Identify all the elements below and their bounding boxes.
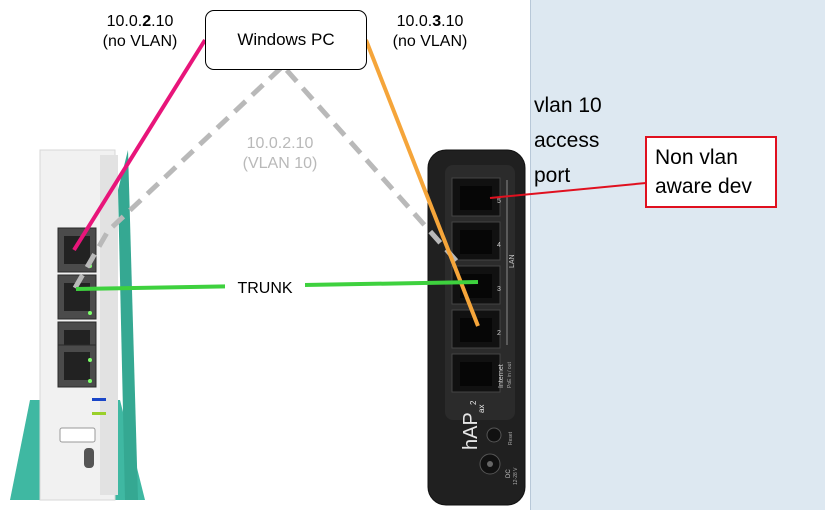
dc-power-pin xyxy=(487,461,493,467)
port-number-2: 2 xyxy=(497,330,501,337)
dc-sub-label: 12-28 V xyxy=(513,467,519,485)
left-ip-label: 10.0.2.10 (no VLAN) xyxy=(80,12,200,52)
vlan10-note: (VLAN 10) xyxy=(242,155,318,172)
right-ip-note: (no VLAN) xyxy=(392,33,468,50)
router-brand: hAP xyxy=(460,412,482,450)
left-router-led-blue xyxy=(92,398,106,401)
left-ip-address: 10.0.2.10 xyxy=(80,12,200,32)
left-ip-prefix: 10.0. xyxy=(106,13,143,30)
vlan10-ip: 10.0.2.10 xyxy=(246,135,314,152)
port-number-3: 3 xyxy=(497,286,501,293)
access-port-annotation: vlan 10 access port xyxy=(534,88,644,193)
dc-label: DC xyxy=(506,469,512,478)
access-port-line-1: vlan 10 xyxy=(534,94,602,117)
left-ip-suffix: .10 xyxy=(151,13,174,30)
right-ip-label: 10.0.3.10 (no VLAN) xyxy=(370,12,490,52)
diagram-drawing: 5 4 3 2 LAN Internet PoE in / out hAP ax… xyxy=(10,38,526,506)
internet-label: Internet xyxy=(498,364,505,388)
access-port-line-2: access xyxy=(534,129,600,152)
left-port-2-led xyxy=(88,311,92,315)
left-router-ports xyxy=(57,227,97,388)
port-number-4: 4 xyxy=(497,242,501,249)
router-brand-exponent: 2 xyxy=(469,400,478,405)
non-vlan-device-line-2: aware dev xyxy=(655,175,752,198)
lan-label: LAN xyxy=(509,254,516,268)
non-vlan-device-node: Non vlan aware dev xyxy=(645,136,777,208)
left-port-4-led xyxy=(88,379,92,383)
right-port-4-jack xyxy=(460,230,492,254)
trunk-label: TRUNK xyxy=(225,278,305,300)
left-ip-octet: 2 xyxy=(142,13,152,30)
right-router-ports xyxy=(451,177,501,393)
non-vlan-device-line-1: Non vlan xyxy=(655,146,738,169)
access-port-line-3: port xyxy=(534,164,571,187)
pc-left-router-cable xyxy=(72,38,207,252)
router-brand-suffix: ax xyxy=(477,405,486,413)
right-ip-address: 10.0.3.10 xyxy=(370,12,490,32)
left-port-1-jack xyxy=(64,236,90,264)
windows-pc-node: Windows PC xyxy=(205,10,367,70)
left-router xyxy=(10,149,145,501)
left-ip-note: (no VLAN) xyxy=(102,33,178,50)
right-router: 5 4 3 2 LAN Internet PoE in / out hAP ax… xyxy=(427,149,526,506)
left-router-usb-port xyxy=(84,448,94,468)
left-router-button xyxy=(59,427,96,443)
vlan10-link-label: 10.0.2.10 (VLAN 10) xyxy=(220,134,340,174)
left-port-3-led xyxy=(88,358,92,362)
right-ip-octet: 3 xyxy=(432,13,442,30)
left-router-side xyxy=(118,150,138,500)
left-port-4-jack xyxy=(64,352,90,380)
port-number-5: 5 xyxy=(497,198,501,205)
vlan10-link-line xyxy=(72,62,462,290)
left-router-led-green xyxy=(92,412,106,415)
right-port-internet-jack xyxy=(460,362,492,386)
reset-button xyxy=(486,427,502,443)
reset-label: Reset xyxy=(508,431,514,445)
right-port-5-jack xyxy=(460,186,492,210)
internet-sub-label: PoE in / out xyxy=(507,362,513,388)
pc-right-router-cable xyxy=(364,39,480,327)
right-ip-prefix: 10.0. xyxy=(396,13,433,30)
windows-pc-label: Windows PC xyxy=(237,30,335,49)
right-ip-suffix: .10 xyxy=(441,13,464,30)
diagram-canvas: 5 4 3 2 LAN Internet PoE in / out hAP ax… xyxy=(0,0,531,510)
